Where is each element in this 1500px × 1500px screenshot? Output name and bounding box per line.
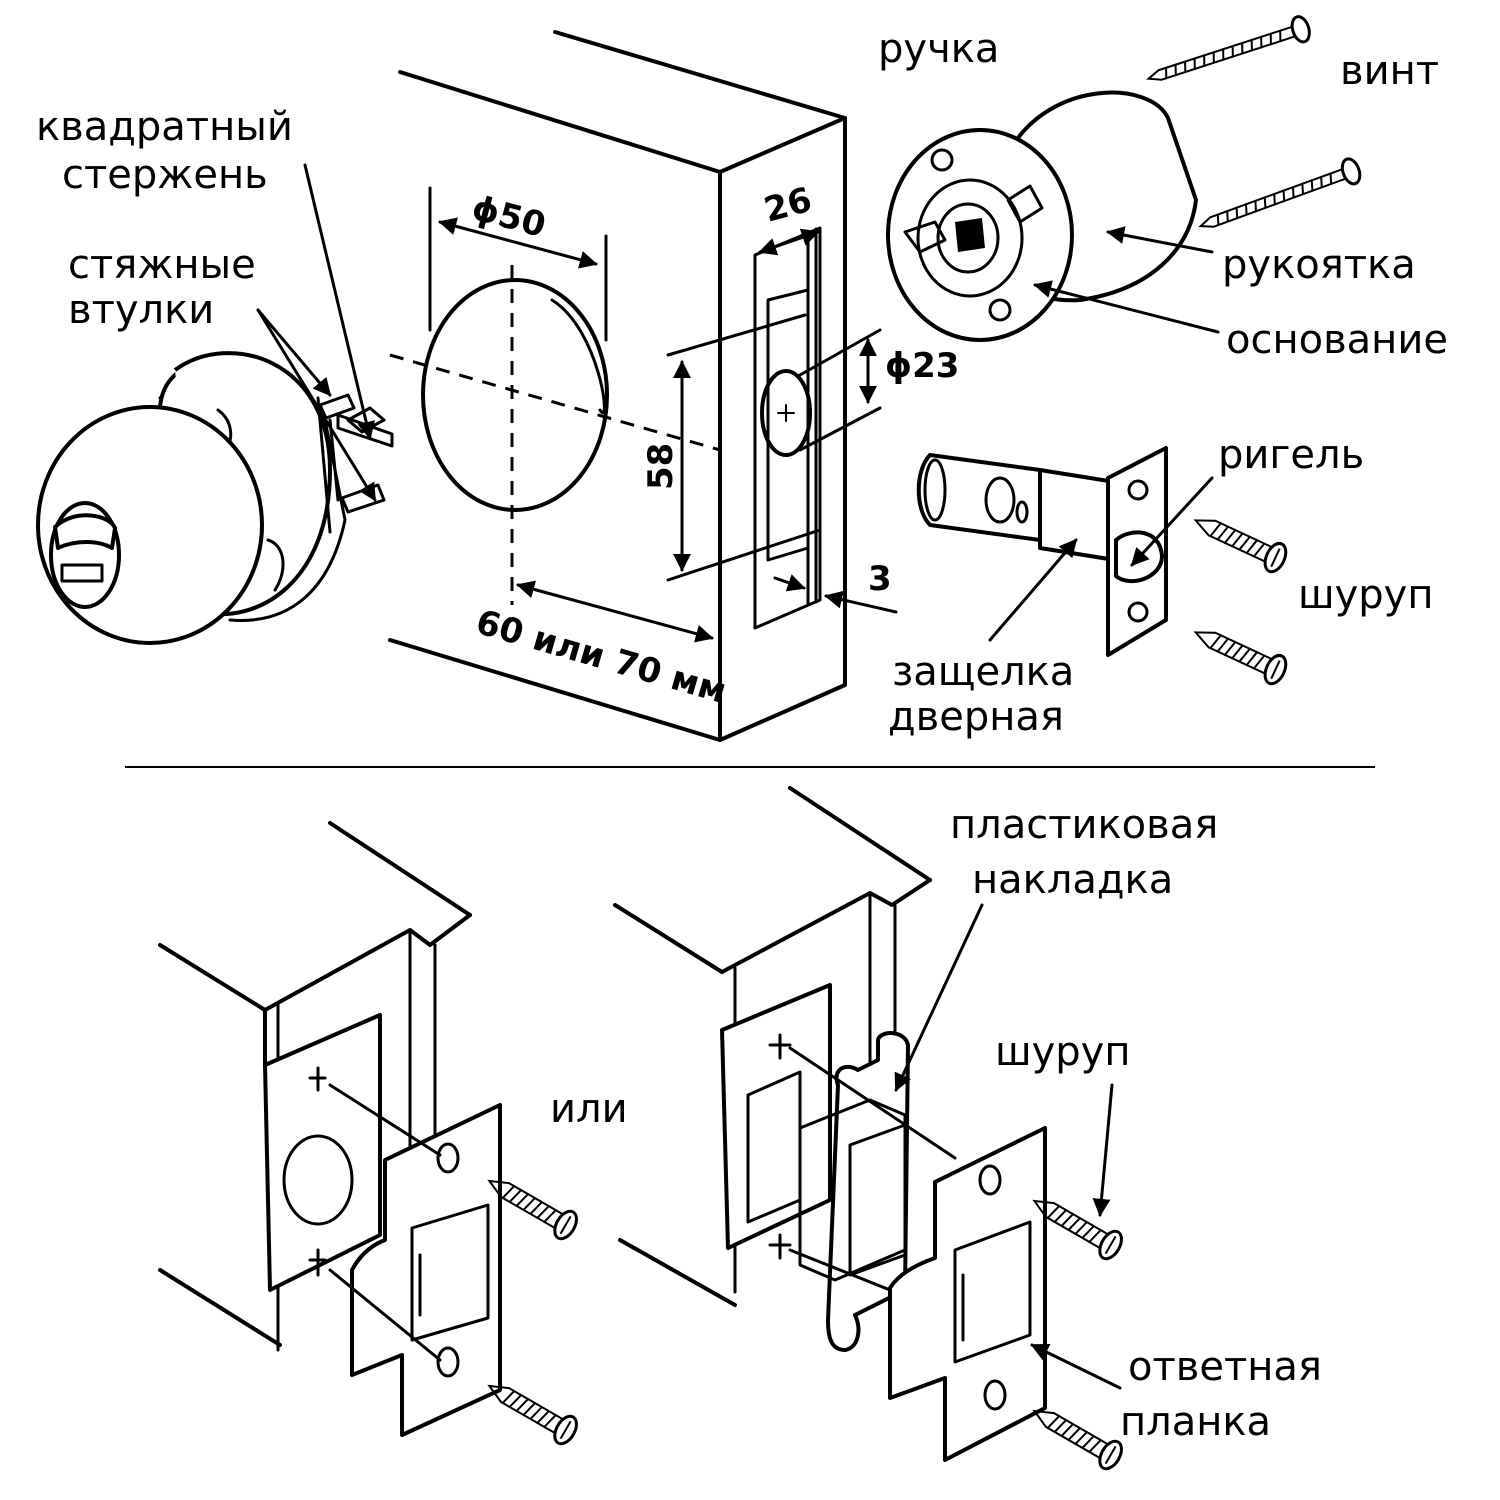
latch-label-2: дверная: [888, 694, 1064, 740]
backset-label: 60 или 70 мм: [472, 602, 731, 712]
height-label: 58: [641, 443, 681, 490]
strike-plate-right: [888, 1126, 1047, 1462]
door-block: [388, 30, 847, 742]
screw-icon-2: [1194, 154, 1365, 240]
or-label: или: [550, 1086, 628, 1132]
backset-dimension: 60 или 70 мм: [472, 580, 731, 712]
hole-diameter-label: ϕ50: [468, 188, 550, 246]
strike-label-2: планка: [1120, 1399, 1271, 1445]
base-label: основание: [1226, 317, 1448, 363]
wood-screw-icon-1: [1187, 505, 1292, 577]
wood-screw-label-top: шуруп: [1298, 572, 1434, 618]
screw-icon-1: [1143, 12, 1314, 93]
frame-right: [613, 786, 932, 1307]
plastic-label-1: пластиковая: [950, 802, 1218, 848]
strike-label-1: ответная: [1128, 1344, 1322, 1390]
bolt-label: ригель: [1218, 432, 1364, 478]
strike-plate-left: [350, 1103, 502, 1437]
handle-assembly: [886, 90, 1198, 342]
handle-label: ручка: [878, 26, 999, 72]
door-latch: [916, 446, 1168, 657]
bushings-label-2: втулки: [68, 287, 214, 333]
latch-label-1: защелка: [892, 649, 1074, 695]
bushings-label-1: стяжные: [68, 242, 256, 288]
grip-label: рукоятка: [1222, 242, 1416, 288]
leaders-top-left: [256, 163, 377, 502]
knob-with-lock: [36, 351, 394, 645]
square-rod-label-2: стержень: [62, 152, 268, 198]
latch-hole: ϕ23: [760, 328, 959, 457]
bore-hole: ϕ50: [421, 186, 609, 512]
wood-screw-icon-2: [1187, 617, 1292, 689]
square-rod-label-1: квадратный: [36, 104, 293, 150]
wood-screw-label-bottom: шуруп: [995, 1029, 1131, 1075]
screw-label: винт: [1340, 48, 1439, 94]
plastic-label-2: накладка: [972, 857, 1173, 903]
depth-label: 3: [868, 559, 892, 599]
depth-dimension: 3: [773, 559, 898, 614]
latch-hole-diameter-label: ϕ23: [885, 346, 959, 386]
center-lines: [389, 265, 721, 605]
height-dimension: 58: [641, 313, 822, 582]
